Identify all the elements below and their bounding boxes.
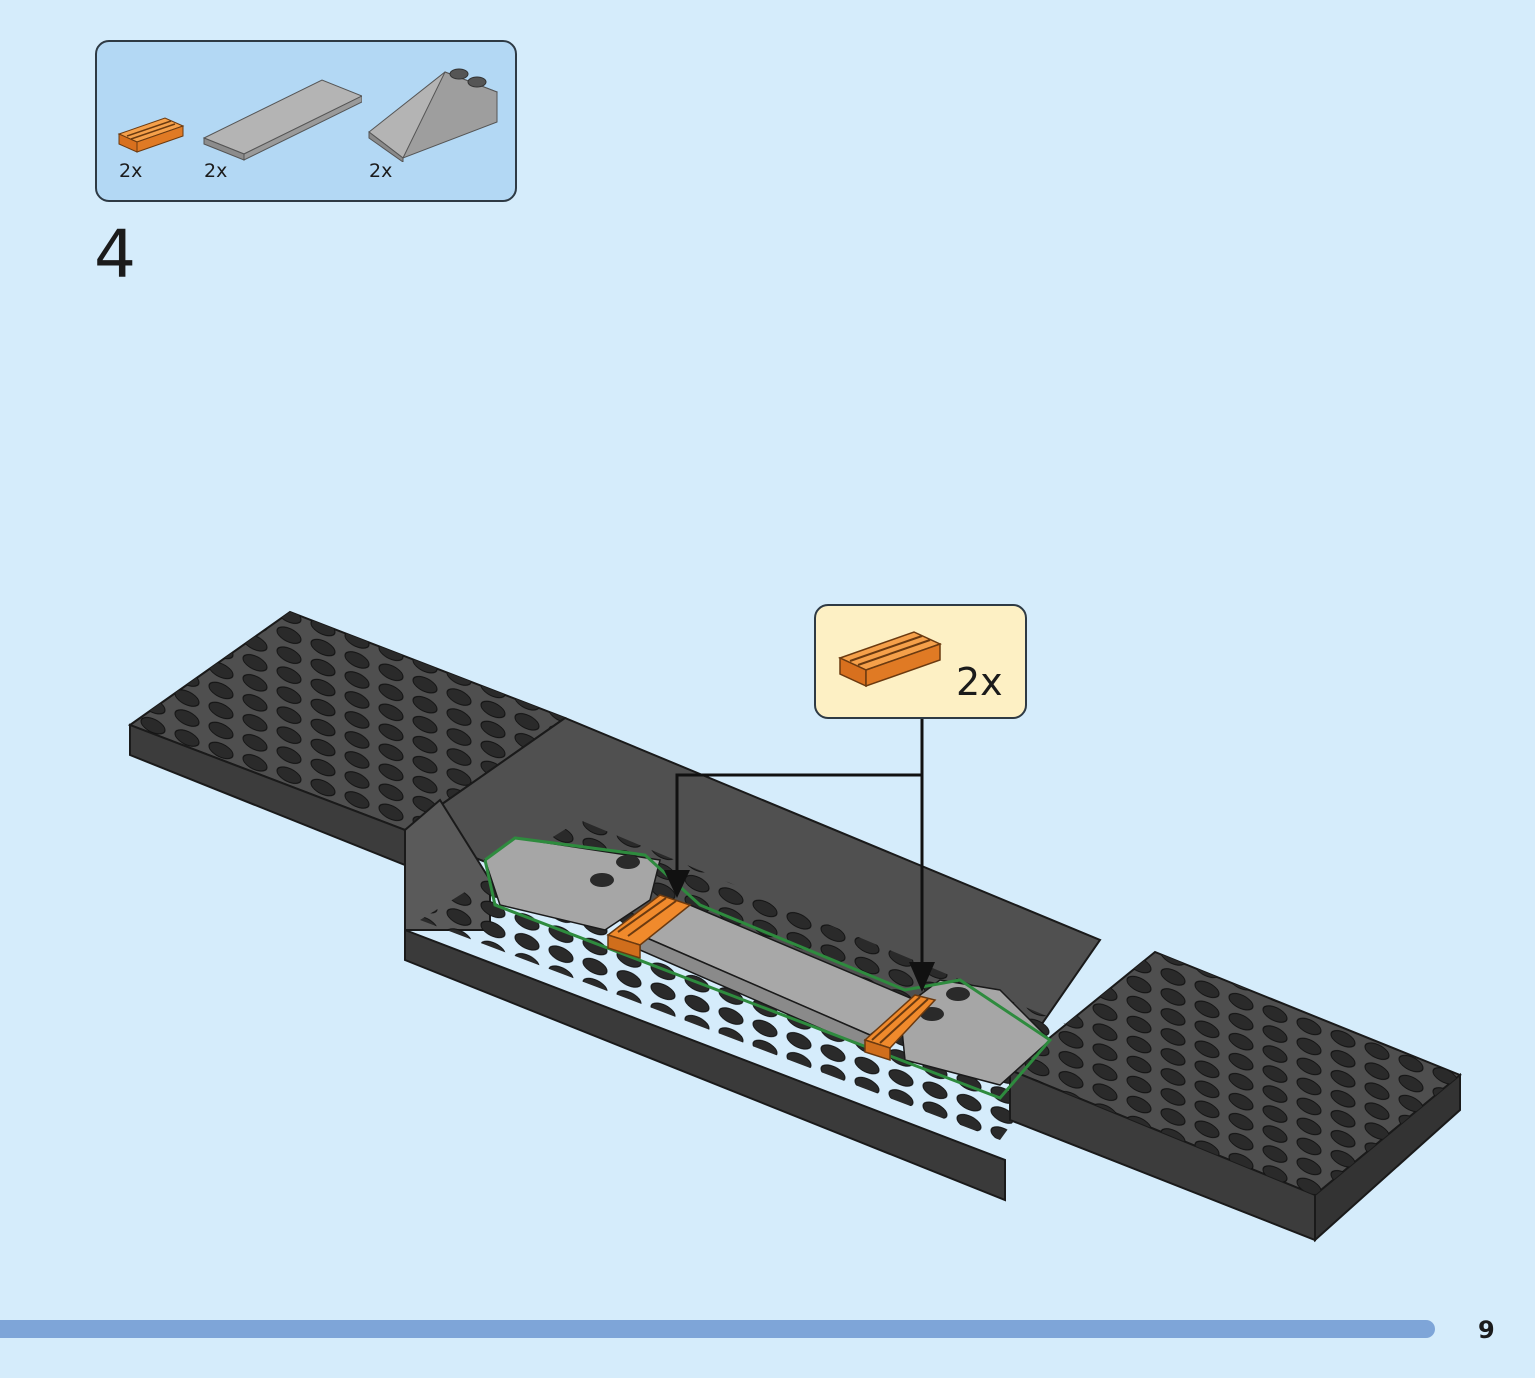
highlight-outline (483, 836, 1053, 1100)
gray-wedge-slope-icon (368, 68, 499, 162)
right-platform (1008, 950, 1462, 1243)
gray-wedge-left (484, 837, 661, 931)
parts-list-box: 2x 2x 2x (95, 40, 517, 202)
orange-grille-tile-icon (838, 631, 942, 688)
page-number: 9 (1478, 1316, 1495, 1344)
placement-arrows (675, 719, 924, 978)
part-quantity: 2x (369, 160, 393, 182)
orange-grille-placed-right (863, 994, 937, 1062)
arrow-head-right (909, 962, 935, 992)
callout-quantity: 2x (956, 660, 1003, 704)
part-quantity: 2x (204, 160, 228, 182)
gray-plate-long-icon (202, 79, 362, 161)
step-number: 4 (94, 216, 136, 293)
footer-bar (0, 1320, 1435, 1338)
callout-box: 2x (814, 604, 1027, 719)
arrow-head-left (664, 870, 690, 898)
model-illustration (127, 610, 1462, 1243)
orange-grille-tile-icon (117, 117, 185, 153)
orange-grille-placed-left (606, 894, 692, 960)
part-quantity: 2x (119, 160, 143, 182)
